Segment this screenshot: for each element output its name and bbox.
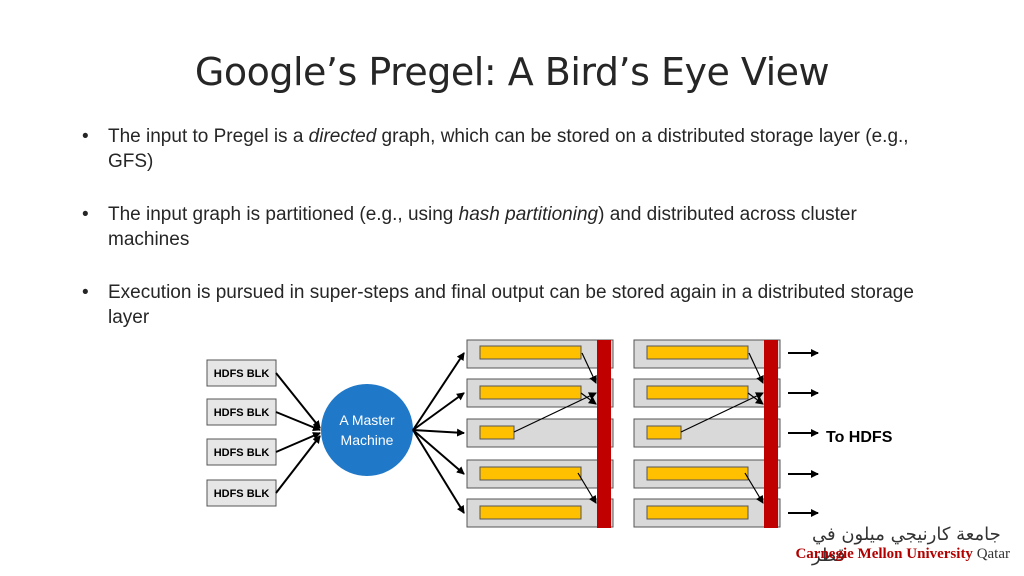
bullet-list: The input to Pregel is a directed graph,… [78, 124, 938, 358]
output-arrows [788, 349, 819, 517]
hdfs-block: HDFS BLK [206, 398, 277, 426]
message-arrow [513, 392, 597, 433]
bullet-text: The input graph is partitioned (e.g., us… [108, 204, 459, 225]
slide-title: Google’s Pregel: A Bird’s Eye View [194, 50, 830, 94]
bullet-text: The input to Pregel is a [108, 126, 309, 147]
bullet-text: ) and distributed across cluster machine… [108, 204, 857, 250]
input-arrows [275, 372, 321, 494]
barrier-bar [597, 340, 611, 528]
bullet-item: The input graph is partitioned (e.g., us… [78, 202, 938, 252]
master-machine: A Master Machine [321, 384, 413, 476]
superstep-group [633, 339, 781, 528]
hdfs-block-label: HDFS BLK [214, 447, 270, 459]
input-arrow [275, 411, 321, 432]
hdfs-block: HDFS BLK [206, 479, 277, 507]
bullet-text: graph, which can be stored on a distribu… [108, 126, 909, 172]
message-arrow [748, 352, 764, 384]
hdfs-block-label: HDFS BLK [214, 488, 270, 500]
hdfs-block: HDFS BLK [206, 359, 277, 387]
message-arrow [680, 392, 764, 433]
master-node [321, 384, 413, 476]
distribution-arrow [412, 352, 465, 431]
message-arrow [581, 352, 597, 384]
master-label-line2: Machine [341, 432, 394, 448]
logo-name: Carnegie Mellon University Qatar [795, 546, 1010, 563]
compute-task [479, 385, 582, 400]
input-arrow [275, 435, 321, 494]
compute-task [646, 385, 749, 400]
distribution-arrow [412, 428, 465, 437]
message-arrow [577, 472, 597, 504]
hdfs-block-label: HDFS BLK [214, 407, 270, 419]
message-arrow [744, 472, 764, 504]
compute-task [479, 466, 582, 481]
input-arrow [275, 372, 321, 429]
logo-university-name: Carnegie Mellon University [795, 546, 973, 562]
message-arrows [680, 352, 764, 504]
compute-task [646, 425, 682, 440]
compute-task [479, 345, 582, 360]
input-arrow [275, 432, 321, 453]
superstep-group [466, 339, 614, 528]
bullet-item: The input to Pregel is a directed graph,… [78, 124, 938, 174]
compute-task [646, 466, 749, 481]
university-logo: جامعة كارنيجي ميلون في قطر Carnegie Mell… [795, 524, 1012, 570]
master-label-line1: A Master [339, 412, 395, 428]
barrier-bar [764, 340, 778, 528]
distribution-arrows [412, 352, 465, 514]
compute-task [646, 345, 749, 360]
bullet-text: Execution is pursued in super-steps and … [108, 282, 914, 328]
bullet-emphasis: directed [308, 126, 377, 147]
distribution-arrow [412, 429, 465, 514]
output-label: To HDFS [826, 429, 893, 446]
bullet-item: Execution is pursued in super-steps and … [78, 280, 938, 330]
hdfs-block-label: HDFS BLK [214, 368, 270, 380]
message-arrows [513, 352, 597, 504]
hdfs-block: HDFS BLK [206, 438, 277, 466]
compute-task [479, 425, 515, 440]
distribution-arrow [412, 429, 465, 475]
distribution-arrow [412, 392, 465, 431]
bullet-emphasis: hash partitioning [458, 204, 599, 225]
logo-arabic-text: جامعة كارنيجي ميلون في قطر [812, 524, 1001, 566]
compute-task [479, 505, 582, 520]
logo-suffix: Qatar [976, 546, 1010, 562]
compute-task [646, 505, 749, 520]
